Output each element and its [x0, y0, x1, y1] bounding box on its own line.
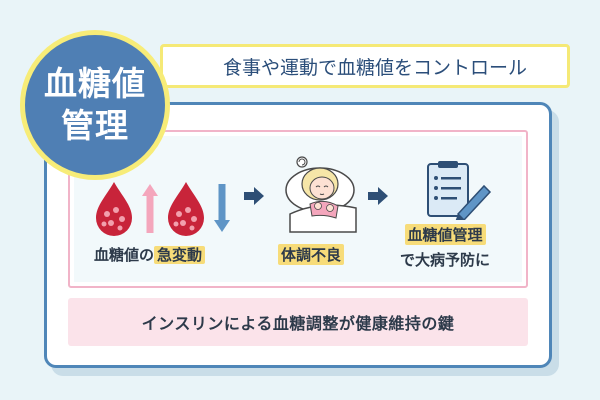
footer-banner: インスリンによる血糖調整が健康維持の鍵: [68, 298, 528, 346]
blood-drop-icon: [96, 182, 132, 236]
arrow-down-icon: [214, 184, 230, 232]
step2-highlight: 体調不良: [278, 244, 345, 265]
headline-text: 食事や運動で血糖値をコントロール: [222, 56, 527, 79]
right-arrow-icon: [244, 187, 264, 205]
step-blood-sugar-management: 血糖値管理 で大病予防に: [400, 224, 490, 270]
step3-highlight: 血糖値管理: [404, 224, 486, 245]
arrow-up-icon: [142, 184, 158, 233]
title-badge: 血糖値 管理: [20, 30, 170, 180]
pen-icon: [455, 184, 492, 220]
step1-prefix: 血糖値の: [94, 246, 155, 264]
footer-text: インスリンによる血糖調整が健康維持の鍵: [141, 314, 455, 333]
blood-sugar-fluctuation-illustration: [96, 182, 230, 236]
step3-sub: で大病予防に: [400, 251, 491, 269]
right-arrow-icon: [368, 187, 388, 205]
title-line-1: 血糖値: [44, 64, 146, 103]
headline-banner: 食事や運動で血糖値をコントロール: [160, 44, 570, 88]
step1-highlight: 急変動: [154, 246, 206, 264]
step-sudden-fluctuation: 血糖値の急変動: [94, 244, 206, 265]
step-poor-health: 体調不良: [278, 244, 345, 265]
clipboard-checklist-icon: [427, 161, 492, 220]
blood-drop-icon: [168, 182, 204, 236]
title-line-2: 管理: [61, 106, 129, 145]
sick-person-icon: [285, 156, 357, 233]
